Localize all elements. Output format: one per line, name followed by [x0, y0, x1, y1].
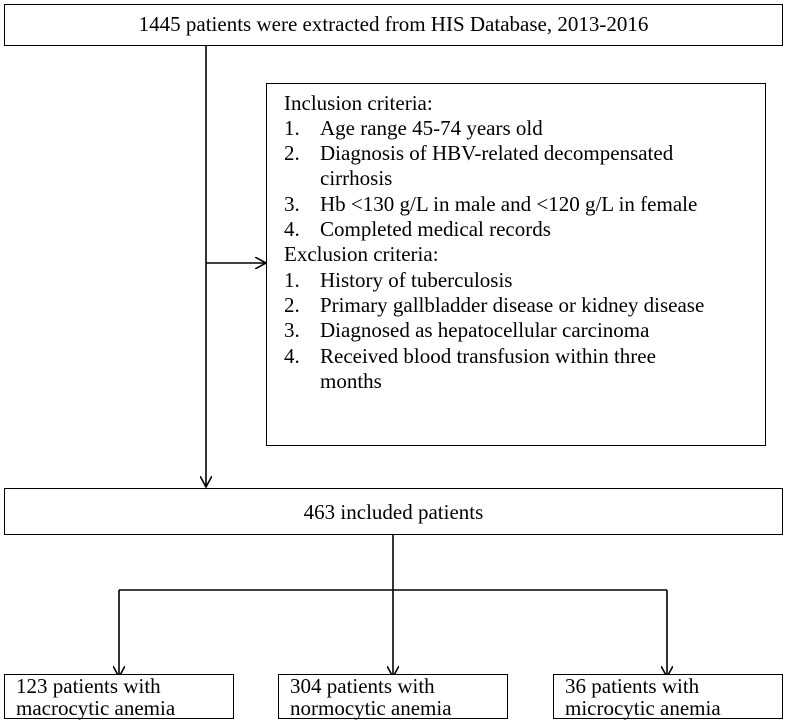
exclusion-title: Exclusion criteria: [284, 242, 439, 266]
inclusion-item-continued: cirrhosis [320, 166, 393, 190]
exclusion-number: 1. [284, 268, 300, 292]
inclusion-item: Diagnosis of HBV-related decompensated [320, 141, 674, 165]
source-box: 1445 patients were extracted from HIS Da… [4, 4, 783, 46]
group-type-text: microcytic anemia [565, 696, 721, 720]
group-count-text: 304 patients with [290, 674, 435, 698]
exclusion-number: 2. [284, 293, 300, 317]
inclusion-item: Completed medical records [320, 217, 551, 241]
source-text: 1445 patients were extracted from HIS Da… [138, 12, 649, 36]
exclusion-number: 3. [284, 318, 300, 342]
included-box: 463 included patients [4, 488, 783, 535]
group-count-text: 123 patients with [16, 674, 161, 698]
included-text: 463 included patients [303, 500, 484, 524]
inclusion-number: 2. [284, 141, 300, 165]
inclusion-number: 1. [284, 116, 300, 140]
criteria-box: Inclusion criteria: 1. Age range 45-74 y… [266, 83, 766, 446]
exclusion-item-continued: months [320, 369, 382, 393]
inclusion-number: 3. [284, 192, 300, 216]
group-type-text: macrocytic anemia [16, 696, 176, 720]
exclusion-item: Diagnosed as hepatocellular carcinoma [320, 318, 650, 342]
group-count-text: 36 patients with [565, 674, 700, 698]
inclusion-title: Inclusion criteria: [284, 91, 433, 115]
inclusion-item: Hb <130 g/L in male and <120 g/L in fema… [320, 192, 698, 216]
exclusion-item: Received blood transfusion within three [320, 344, 656, 368]
group-type-text: normocytic anemia [290, 696, 452, 720]
inclusion-number: 4. [284, 217, 300, 241]
exclusion-item: Primary gallbladder disease or kidney di… [320, 293, 705, 317]
inclusion-item: Age range 45-74 years old [320, 116, 543, 140]
exclusion-number: 4. [284, 344, 300, 368]
exclusion-item: History of tuberculosis [320, 268, 513, 292]
